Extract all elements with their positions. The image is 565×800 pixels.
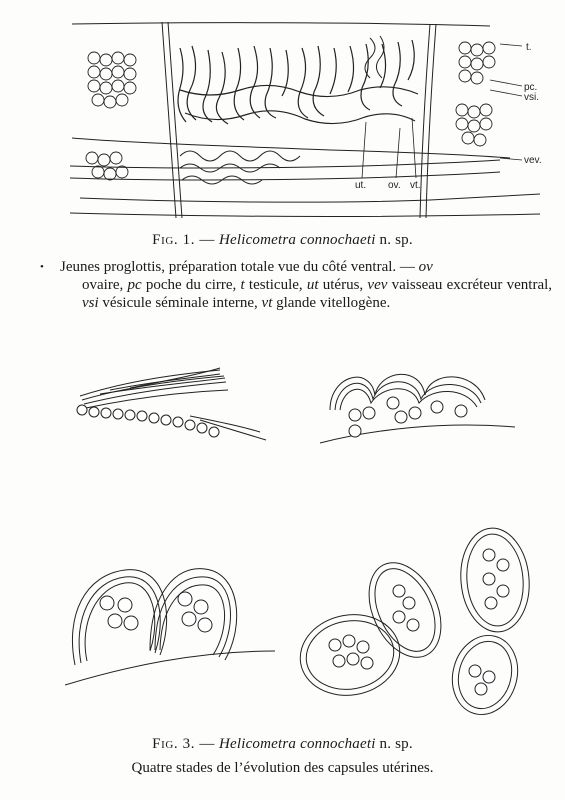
figure-1-svg: t. pc. vsi. vev. ut. ov. vt. — [70, 21, 542, 219]
segment-border — [419, 23, 431, 219]
figure-1-drawing: t. pc. vsi. vev. ut. ov. vt. — [70, 18, 545, 228]
label-vt: vt. — [410, 180, 421, 191]
figure-3-caption: Fig. 3. — Helicometra connochaeti n. sp. — [0, 736, 565, 753]
figure-3-stage-1 — [70, 360, 270, 460]
segment-border — [425, 23, 437, 219]
figure-3-stage-2 — [315, 355, 515, 455]
figure-1-number: Fig. 1. — — [152, 232, 215, 248]
stage-3-svg — [65, 568, 275, 686]
stage-4-svg — [299, 527, 530, 716]
legend-abbr-ov: ov — [418, 259, 433, 275]
legend-abbr-vt: vt — [261, 295, 273, 311]
label-vsi: vsi. — [524, 92, 539, 103]
stage-2-svg — [319, 373, 515, 444]
ventral-vessel — [70, 171, 501, 181]
label-t: t. — [526, 42, 532, 53]
legend-vsi-def: vésicule séminale interne, — [102, 295, 258, 311]
legend-ut-def: utérus, — [322, 277, 364, 293]
testis-follicles — [85, 41, 496, 181]
proglottid-outline — [71, 137, 511, 159]
label-pc: pc. — [524, 82, 537, 93]
segment-border — [161, 21, 177, 219]
legend-body: ovaire, pc poche du cirre, t testicule, … — [60, 276, 552, 312]
legend-bullet: • — [40, 261, 44, 273]
label-ov: ov. — [388, 180, 401, 191]
legend-abbr-vsi: vsi — [82, 295, 99, 311]
ventral-vessel — [70, 159, 501, 169]
legend-ov-def: ovaire, — [82, 277, 124, 293]
legend-line1: Jeunes proglottis, préparation totale vu… — [60, 259, 415, 275]
proglottid-outline — [70, 212, 541, 218]
stage-1-svg — [76, 367, 267, 441]
proglottid-outline — [79, 193, 541, 203]
figure-1-legend: • Jeunes proglottis, préparation totale … — [40, 258, 552, 312]
label-ut: ut. — [355, 180, 366, 191]
figure-3-species: Helicometra connochaeti — [218, 736, 376, 752]
figure-3-stage-4 — [295, 525, 545, 725]
legend-abbr-vev: vev — [367, 277, 388, 293]
figure-1-suffix: n. sp. — [379, 232, 413, 248]
legend-t-def: testicule, — [248, 277, 303, 293]
label-pointers — [361, 43, 523, 179]
proglottid-outline — [71, 22, 491, 27]
segment-border — [167, 21, 183, 219]
figure-3-stage-3 — [65, 555, 275, 705]
vitelline-follicles — [179, 35, 385, 185]
legend-abbr-ut: ut — [306, 277, 319, 293]
figure-1-species: Helicometra connochaeti — [218, 232, 376, 248]
figure-3-number: Fig. 3. — — [152, 736, 215, 752]
uterus-coils — [177, 39, 419, 125]
legend-abbr-t: t — [240, 277, 245, 293]
figure-3-suffix: n. sp. — [379, 736, 413, 752]
legend-vt-def: glande vitellogène. — [276, 295, 391, 311]
legend-vev-def: vaisseau excréteur ventral, — [391, 277, 553, 293]
label-vev: vev. — [524, 155, 542, 166]
legend-abbr-pc: pc — [127, 277, 142, 293]
figure-3-subcaption: Quatre stades de l’évolution des capsule… — [131, 760, 434, 776]
figure-1-caption: Fig. 1. — Helicometra connochaeti n. sp. — [0, 232, 565, 249]
legend-pc-def: poche du cirre, — [145, 277, 237, 293]
